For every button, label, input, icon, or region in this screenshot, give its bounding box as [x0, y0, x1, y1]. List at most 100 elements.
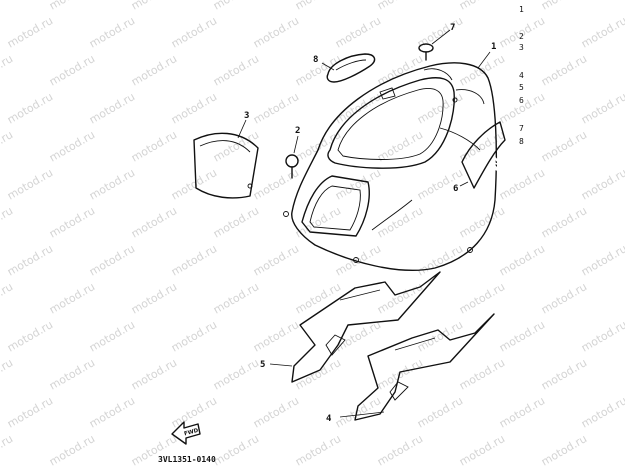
watermark-text: motod.ru	[129, 52, 179, 88]
index-column: 1 2 3 4 5 6 7 8	[519, 5, 524, 146]
watermark-text: motod.ru	[579, 166, 625, 202]
watermark-text: motod.ru	[5, 394, 55, 430]
watermark-text: motod.ru	[129, 356, 179, 392]
watermark-text: motod.ru	[169, 318, 219, 354]
watermark-text: motod.ru	[47, 356, 97, 392]
watermark-text: motod.ru	[251, 14, 301, 50]
graphic-decal-part-4[interactable]	[354, 313, 495, 421]
watermark-text: motod.ru	[539, 204, 589, 240]
watermark-text: motod.ru	[251, 394, 301, 430]
watermark-text: motod.ru	[87, 242, 137, 278]
watermark-text: motod.ru	[251, 166, 301, 202]
watermark-text: motod.ru	[457, 280, 507, 316]
watermark-text: motod.ru	[497, 166, 547, 202]
watermark-text: motod.ru	[293, 204, 343, 240]
watermark-text: motod.ru	[87, 90, 137, 126]
watermark-text: motod.ru	[169, 166, 219, 202]
leader-lines	[237, 29, 491, 418]
watermark-text: motod.ru	[415, 394, 465, 430]
watermark-text: motod.ru	[539, 128, 589, 164]
watermark-text: motod.ru	[0, 280, 15, 316]
callout-6: 6	[453, 184, 458, 194]
watermark-text: motod.ru	[211, 280, 261, 316]
index-7: 7	[519, 124, 524, 133]
watermark-text: motod.ru	[129, 280, 179, 316]
index-4: 4	[519, 71, 524, 80]
watermark-text: motod.ru	[539, 52, 589, 88]
watermark-text: motod.ru	[5, 166, 55, 202]
watermark-text: motod.ru	[333, 394, 383, 430]
watermark-text: motod.ru	[5, 242, 55, 278]
watermark-text: motod.ru	[579, 318, 625, 354]
watermark-text: motod.ru	[293, 128, 343, 164]
watermark-text: motod.ru	[293, 432, 343, 468]
watermark-text: motod.ru	[539, 432, 589, 468]
callout-3: 3	[244, 111, 249, 121]
watermark-text: motod.ru	[457, 356, 507, 392]
index-2: 2	[519, 32, 524, 41]
watermark-text: motod.ru	[129, 0, 179, 13]
pad-part-8[interactable]	[326, 53, 376, 83]
watermark-text: motod.ru	[251, 90, 301, 126]
watermark-text: motod.ru	[333, 90, 383, 126]
watermark-text: motod.ru	[211, 356, 261, 392]
clip-part-7[interactable]	[418, 43, 434, 61]
watermark-text: motod.ru	[169, 14, 219, 50]
watermark-text: motod.ru	[87, 394, 137, 430]
drawing-code: 3VL1351-0140	[158, 455, 216, 464]
watermark-text: motod.ru	[579, 242, 625, 278]
callout-5: 5	[260, 360, 265, 370]
watermark-text: motod.ru	[0, 0, 15, 13]
front-cover-part-1[interactable]	[283, 62, 497, 271]
callout-labels: 1 2 3 4 5 6 7 8	[244, 23, 496, 424]
watermark-text: motod.ru	[293, 280, 343, 316]
watermark-text: motod.ru	[579, 90, 625, 126]
watermark-text: motod.ru	[47, 0, 97, 13]
screw-part-2[interactable]	[285, 154, 299, 179]
watermark-text: motod.ru	[457, 0, 507, 13]
callout-8: 8	[313, 55, 318, 65]
watermark-text: motod.ru	[87, 14, 137, 50]
watermark-text: motod.ru	[211, 0, 261, 13]
watermark-text: motod.ru	[457, 432, 507, 468]
watermark-text: motod.ru	[211, 432, 261, 468]
watermark-text: motod.ru	[47, 432, 97, 468]
watermark-text: motod.ru	[579, 14, 625, 50]
watermark-text: motod.ru	[251, 318, 301, 354]
visor-part-3[interactable]	[193, 132, 259, 199]
watermark-text: motod.ru	[539, 356, 589, 392]
watermark-text: motod.ru	[0, 204, 15, 240]
watermark-text: motod.ru	[375, 432, 425, 468]
watermark-text: motod.ru	[293, 0, 343, 13]
watermark-text: motod.ru	[497, 394, 547, 430]
callout-4: 4	[326, 414, 332, 424]
watermark-text: motod.ru	[0, 52, 15, 88]
watermark-text: motod.ru	[169, 90, 219, 126]
watermark-text: motod.ru	[539, 280, 589, 316]
index-3: 3	[519, 43, 524, 52]
watermark-text: motod.ru	[375, 0, 425, 13]
emblem-text: BWS	[482, 148, 511, 181]
watermark-text: motod.ru	[87, 166, 137, 202]
watermark-text: motod.ru	[129, 204, 179, 240]
watermark-text: motod.ru	[579, 394, 625, 430]
watermark-text: motod.ru	[0, 432, 15, 468]
watermark-text: motod.ru	[415, 90, 465, 126]
forward-arrow-label: FWD	[184, 428, 200, 438]
watermark-text: motod.ru	[5, 318, 55, 354]
graphic-decal-part-5[interactable]	[291, 271, 441, 383]
watermark-text: motod.ru	[0, 356, 15, 392]
watermark-text: motod.ru	[47, 280, 97, 316]
watermark-text: motod.ru	[87, 318, 137, 354]
watermark-text: motod.ru	[333, 166, 383, 202]
watermark-text: motod.ru	[211, 204, 261, 240]
watermark-text: motod.ru	[415, 242, 465, 278]
index-6: 6	[519, 96, 524, 105]
watermark-text: motod.ru	[539, 0, 589, 13]
watermark-text: motod.ru	[497, 242, 547, 278]
watermark-text: motod.ru	[169, 242, 219, 278]
index-1: 1	[519, 5, 524, 14]
watermark-text: motod.ru	[251, 242, 301, 278]
